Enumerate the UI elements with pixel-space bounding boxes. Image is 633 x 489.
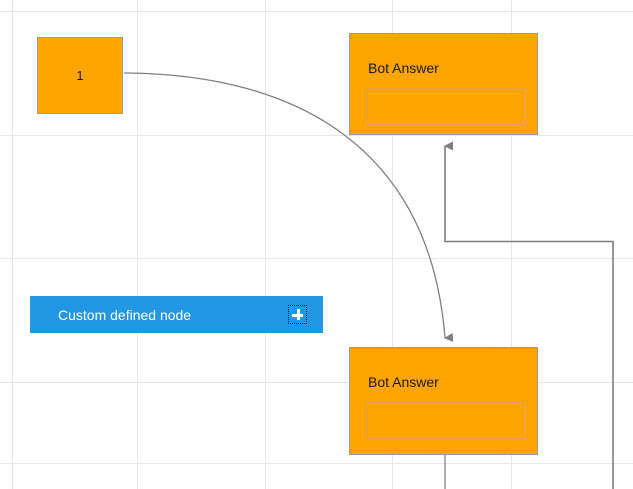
bot-answer-node-bottom[interactable]: Bot Answer	[349, 347, 538, 455]
bot-answer-top-slot[interactable]	[367, 88, 526, 125]
node-1-label: 1	[76, 68, 84, 83]
custom-defined-node-bar[interactable]: Custom defined node	[30, 296, 323, 333]
custom-defined-node-label: Custom defined node	[58, 306, 192, 323]
node-1[interactable]: 1	[37, 37, 123, 114]
plus-icon[interactable]	[288, 305, 307, 324]
bot-answer-top-title: Bot Answer	[368, 60, 439, 76]
bot-answer-bottom-title: Bot Answer	[368, 374, 439, 390]
bot-answer-bottom-slot[interactable]	[367, 402, 526, 439]
bot-answer-node-top[interactable]: Bot Answer	[349, 33, 538, 135]
